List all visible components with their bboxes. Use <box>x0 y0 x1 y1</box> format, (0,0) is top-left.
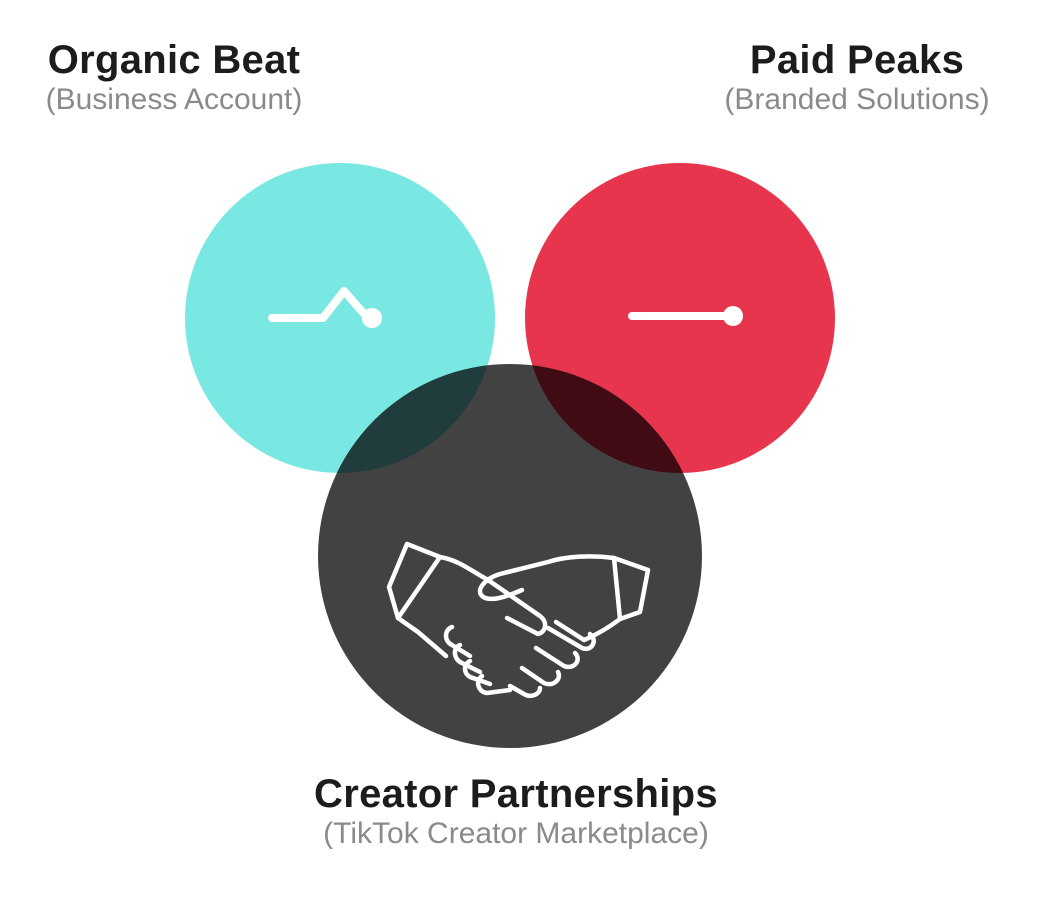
circle-creator-partnerships <box>318 364 702 748</box>
set-label-creator-partnerships: Creator Partnerships (TikTok Creator Mar… <box>276 772 756 852</box>
set-subtitle: (Branded Solutions) <box>724 83 990 116</box>
set-title: Creator Partnerships <box>314 772 718 816</box>
set-subtitle: (TikTok Creator Marketplace) <box>323 817 709 850</box>
pulse-line-icon <box>268 287 382 328</box>
set-title: Paid Peaks <box>749 38 965 82</box>
handshake-icon <box>386 541 651 698</box>
set-label-organic-beat: Organic Beat (Business Account) <box>24 38 324 118</box>
flat-line-icon <box>628 306 743 326</box>
set-title: Organic Beat <box>47 38 301 82</box>
set-subtitle: (Business Account) <box>45 83 303 116</box>
set-label-paid-peaks: Paid Peaks (Branded Solutions) <box>700 38 1014 118</box>
